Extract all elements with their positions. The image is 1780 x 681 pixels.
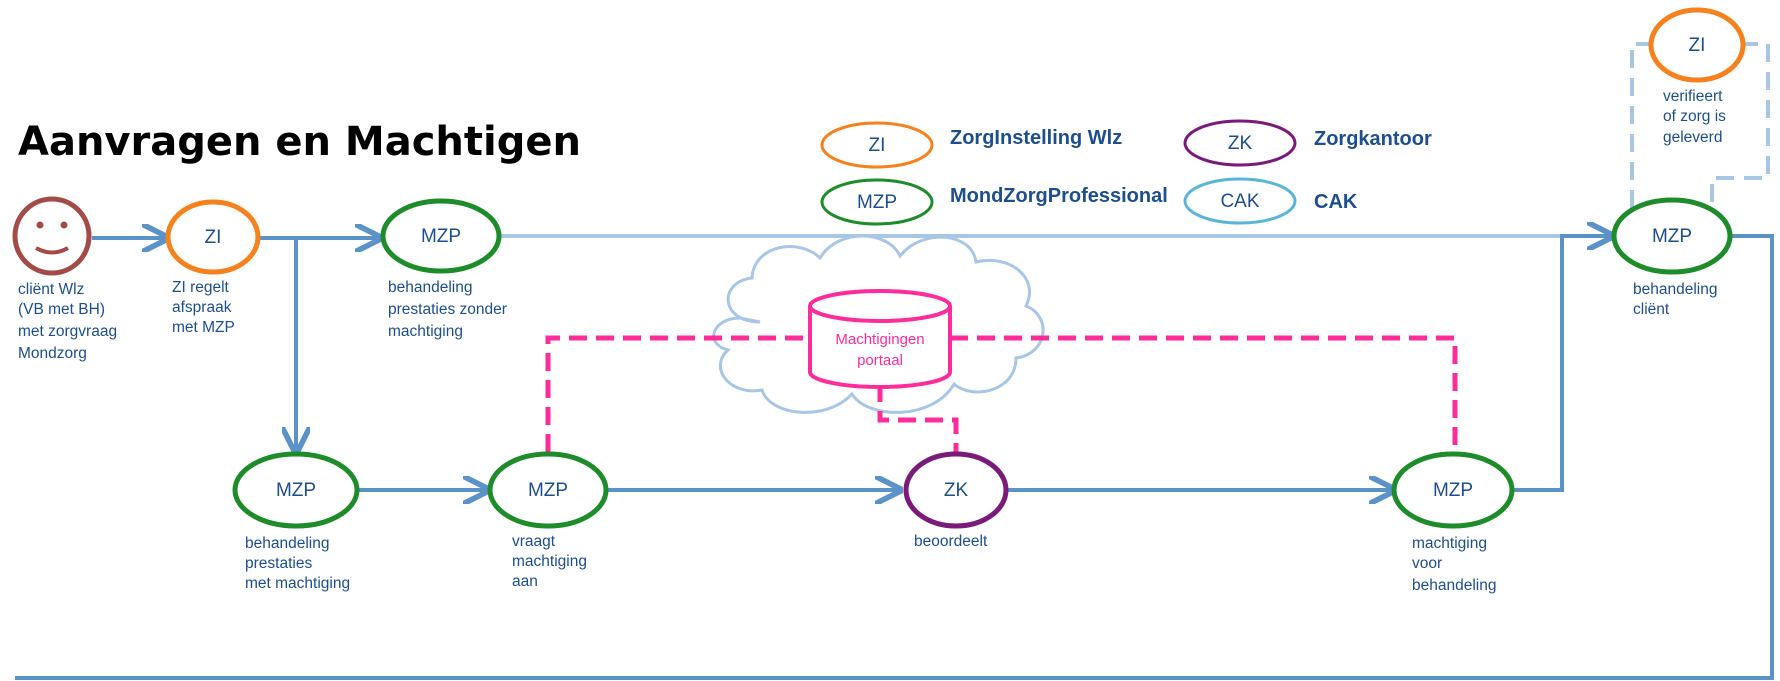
portal-label-line2: portaal bbox=[857, 352, 903, 369]
connector-return-loop bbox=[15, 234, 1774, 680]
node-mzp-with-auth-label: MZP bbox=[276, 480, 316, 501]
node-zi-start-label: ZI bbox=[205, 227, 222, 248]
connector-mzp-up bbox=[1512, 236, 1612, 492]
database-cylinder-icon bbox=[808, 289, 952, 389]
connectors bbox=[15, 42, 1774, 680]
node-mzp-with-auth[interactable] bbox=[232, 451, 360, 529]
node-mzp-request[interactable] bbox=[487, 451, 609, 529]
node-mzp-authorized-label: MZP bbox=[1433, 480, 1473, 501]
legend-zk-abbr: ZK bbox=[1228, 133, 1253, 154]
legend-mzp-swatch bbox=[820, 178, 934, 226]
portal-link-left bbox=[545, 335, 810, 452]
node-mzp-request-caption: vraagt machtiging aan bbox=[512, 533, 591, 590]
node-zi-verify-caption: verifieert of zorg is geleverd bbox=[1663, 88, 1730, 146]
legend: ZI ZorgInstelling Wlz MZP MondZorgProfes… bbox=[820, 119, 1432, 226]
portal-label-line1: Machtigingen bbox=[835, 331, 924, 348]
node-zi-start[interactable] bbox=[165, 199, 261, 275]
node-zi-verify[interactable] bbox=[1648, 7, 1746, 83]
node-mzp-no-auth[interactable] bbox=[380, 198, 502, 274]
legend-zi-swatch bbox=[820, 121, 934, 169]
legend-zi-name: ZorgInstelling Wlz bbox=[950, 127, 1122, 149]
verify-dashed-link bbox=[1630, 42, 1770, 208]
node-mzp-treat-caption: behandeling cliënt bbox=[1633, 281, 1722, 318]
node-mzp-with-auth-caption: behandeling prestaties met machtiging bbox=[245, 535, 350, 592]
node-zk-assess[interactable] bbox=[903, 451, 1009, 529]
smiley-face-icon bbox=[12, 196, 92, 276]
node-mzp-no-auth-caption: behandeling prestaties zonder machtiging bbox=[388, 279, 511, 340]
legend-cak-name: CAK bbox=[1314, 191, 1358, 213]
node-mzp-authorized[interactable] bbox=[1391, 451, 1515, 529]
legend-zk-name: Zorgkantoor bbox=[1314, 128, 1432, 150]
node-zi-verify-label: ZI bbox=[1689, 35, 1706, 56]
node-mzp-treat-label: MZP bbox=[1652, 226, 1692, 247]
legend-mzp-name: MondZorgProfessional bbox=[950, 185, 1168, 207]
portal-link-zk bbox=[877, 384, 959, 452]
node-mzp-authorized-caption: machtiging voor behandeling bbox=[1412, 535, 1496, 594]
legend-mzp-abbr: MZP bbox=[857, 192, 897, 213]
page-title: Aanvragen en Machtigen bbox=[18, 119, 581, 165]
node-mzp-no-auth-label: MZP bbox=[421, 226, 461, 247]
node-mzp-treat[interactable] bbox=[1611, 197, 1733, 275]
node-zk-assess-caption: beoordeelt bbox=[914, 533, 988, 550]
client-caption: cliënt Wlz (VB met BH) met zorgvraag Mon… bbox=[18, 281, 121, 362]
node-mzp-request-label: MZP bbox=[528, 480, 568, 501]
portal-dashed-links bbox=[545, 335, 1458, 452]
legend-zk-swatch bbox=[1183, 119, 1297, 167]
legend-cak-abbr: CAK bbox=[1220, 191, 1259, 212]
legend-cak-swatch bbox=[1183, 177, 1297, 225]
portal-link-right bbox=[950, 335, 1458, 452]
node-zi-start-caption: ZI regelt afspraak met MZP bbox=[172, 279, 236, 336]
legend-zi-abbr: ZI bbox=[869, 135, 886, 156]
node-zk-assess-label: ZK bbox=[944, 480, 969, 501]
